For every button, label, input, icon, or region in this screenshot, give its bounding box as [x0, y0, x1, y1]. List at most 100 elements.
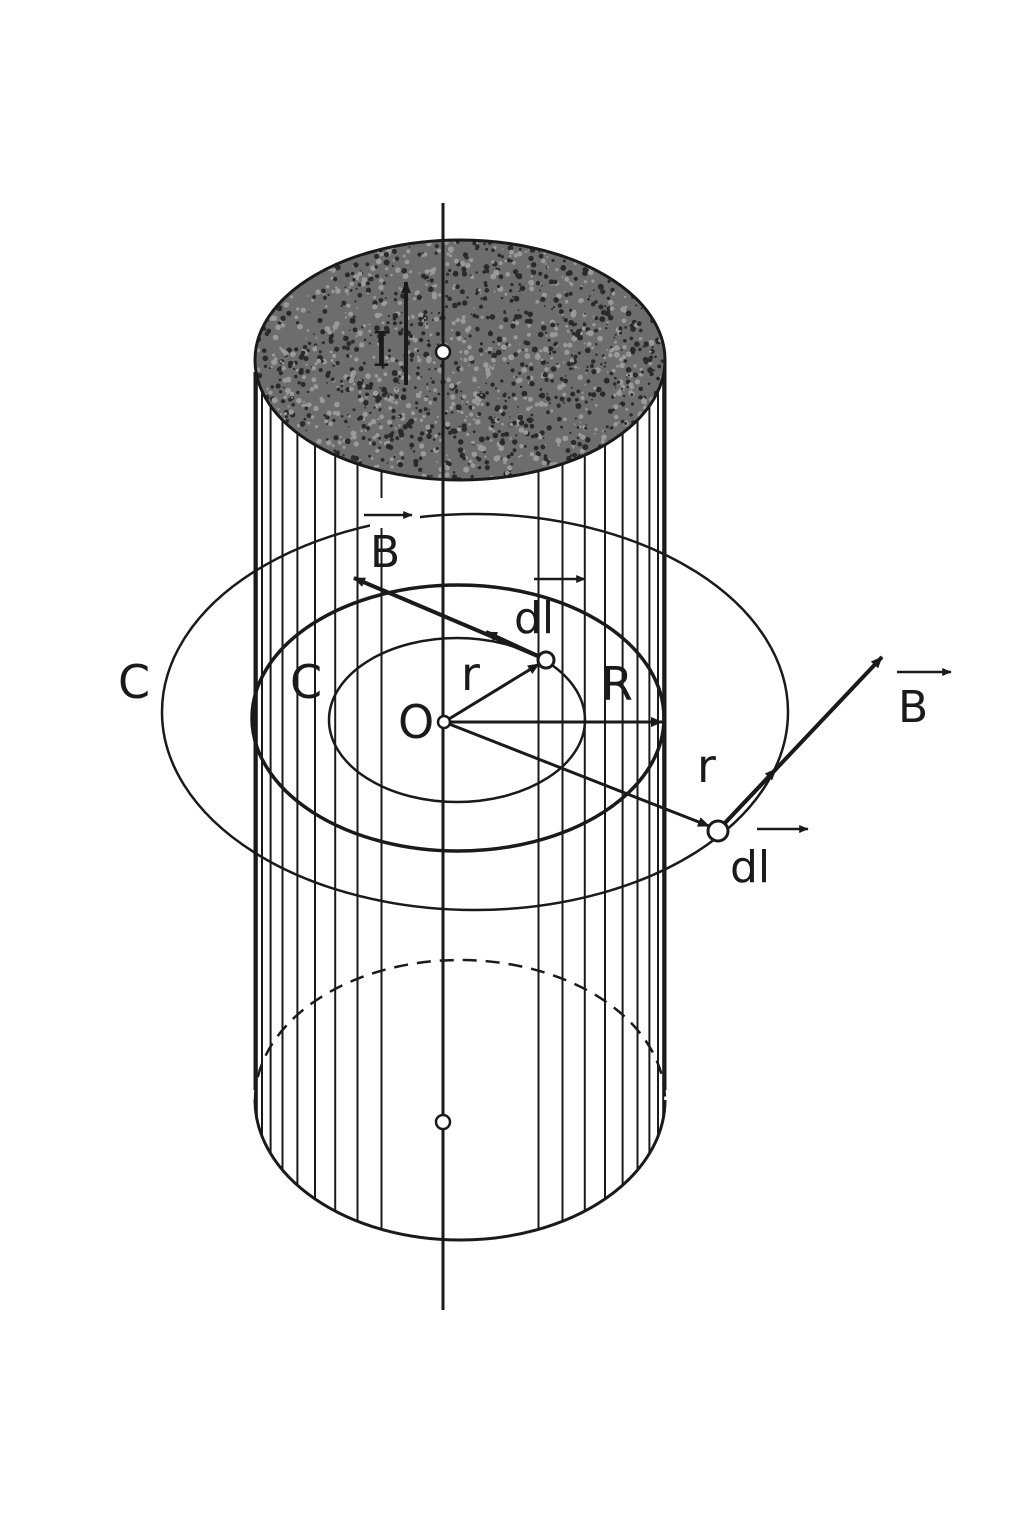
- speckle-dot: [451, 428, 458, 435]
- speckle-dot: [625, 374, 628, 377]
- speckle-dot: [352, 315, 356, 319]
- speckle-dot: [524, 250, 528, 254]
- speckle-dot: [488, 350, 492, 355]
- speckle-dot: [279, 390, 283, 394]
- speckle-dot: [638, 395, 643, 400]
- speckle-dot: [393, 456, 396, 459]
- speckle-dot: [344, 288, 349, 294]
- speckle-dot: [523, 423, 529, 428]
- speckle-dot: [516, 425, 519, 428]
- radius-r-inner: [443, 662, 540, 724]
- speckle-dot: [550, 356, 554, 360]
- speckle-dot: [423, 397, 429, 402]
- speckle-dot: [603, 377, 610, 384]
- speckle-dot: [604, 361, 607, 364]
- speckle-dot: [544, 367, 549, 372]
- speckle-dot: [625, 376, 628, 378]
- speckle-dot: [557, 443, 560, 447]
- speckle-dot: [465, 253, 468, 256]
- speckle-dot: [642, 356, 649, 363]
- speckle-dot: [475, 314, 479, 319]
- speckle-dot: [263, 364, 268, 368]
- speckle-dot: [271, 359, 278, 366]
- speckle-dot: [527, 318, 533, 325]
- speckle-dot: [477, 465, 482, 470]
- speckle-dot: [426, 428, 432, 434]
- speckle-dot: [345, 346, 350, 351]
- speckle-dot: [574, 397, 579, 402]
- speckle-dot: [417, 358, 422, 363]
- speckle-dot: [358, 415, 364, 421]
- speckle-dot: [503, 317, 509, 323]
- speckle-dot: [385, 267, 389, 271]
- speckle-dot: [456, 381, 460, 385]
- speckle-dot: [375, 397, 381, 403]
- speckle-dot: [288, 360, 294, 366]
- speckle-dot: [429, 278, 434, 283]
- speckle-dot: [566, 397, 572, 402]
- speckle-dot: [372, 435, 377, 440]
- speckle-dot: [385, 443, 391, 449]
- speckle-dot: [506, 454, 511, 459]
- speckle-dot: [504, 259, 508, 263]
- speckle-dot: [448, 430, 453, 435]
- dl-outer-label: dl: [730, 842, 770, 893]
- speckle-dot: [332, 353, 337, 358]
- speckle-dot: [476, 393, 480, 397]
- speckle-dot: [395, 359, 399, 363]
- speckle-dot: [507, 343, 512, 347]
- speckle-dot: [379, 278, 384, 283]
- speckle-dot: [565, 324, 568, 328]
- speckle-dot: [567, 342, 573, 348]
- speckle-dot: [347, 426, 350, 428]
- speckle-dot: [564, 375, 567, 377]
- speckle-dot: [386, 321, 390, 325]
- speckle-dot: [504, 392, 507, 396]
- speckle-dot: [497, 268, 501, 271]
- speckle-dot: [541, 292, 547, 298]
- speckle-dot: [374, 325, 380, 332]
- speckle-dot: [450, 394, 456, 400]
- speckle-dot: [535, 280, 541, 286]
- speckle-dot: [480, 445, 487, 452]
- speckle-dot: [530, 434, 535, 439]
- speckle-dot: [326, 371, 330, 375]
- speckle-dot: [349, 354, 353, 358]
- speckle-dot: [573, 262, 577, 265]
- speckle-dot: [605, 310, 611, 317]
- speckle-dot: [485, 247, 488, 251]
- speckle-dot: [483, 264, 490, 270]
- speckle-dot: [466, 296, 469, 299]
- speckle-dot: [480, 393, 483, 396]
- speckle-dot: [608, 315, 614, 321]
- speckle-dot: [449, 405, 454, 411]
- speckle-dot: [604, 305, 607, 308]
- speckle-dot: [461, 271, 468, 277]
- speckle-dot: [562, 435, 569, 442]
- speckle-dot: [554, 326, 559, 331]
- speckle-dot: [293, 367, 296, 371]
- speckle-dot: [302, 375, 306, 380]
- speckle-dot: [418, 312, 424, 318]
- speckle-dot: [518, 283, 522, 286]
- speckle-dot: [612, 382, 617, 386]
- speckle-dot: [356, 307, 359, 309]
- speckle-dot: [378, 402, 382, 407]
- speckle-dot: [357, 394, 361, 399]
- speckle-dot: [496, 284, 501, 288]
- speckle-dot: [513, 314, 520, 320]
- speckle-dot: [605, 327, 608, 330]
- speckle-dot: [272, 334, 279, 341]
- speckle-dot: [488, 415, 493, 421]
- speckle-dot: [452, 371, 455, 374]
- speckle-dot: [426, 343, 432, 348]
- speckle-dot: [485, 436, 490, 441]
- speckle-dot: [294, 347, 299, 352]
- speckle-dot: [438, 432, 441, 436]
- speckle-dot: [609, 306, 615, 312]
- speckle-dot: [378, 423, 381, 425]
- speckle-dot: [643, 341, 649, 347]
- speckle-dot: [562, 317, 565, 319]
- speckle-dot: [570, 391, 576, 397]
- bottom-cap-back: [253, 958, 667, 1101]
